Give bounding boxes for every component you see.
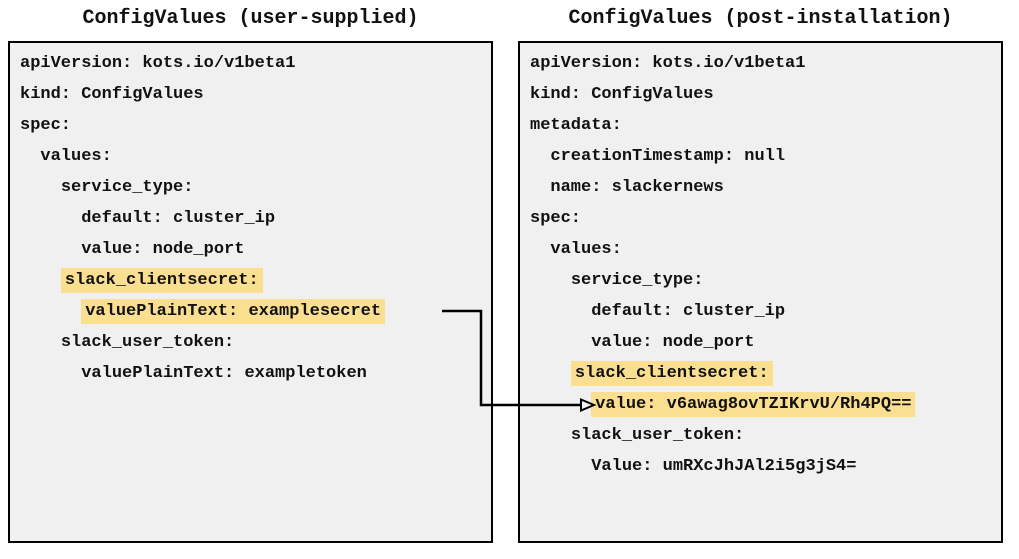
yaml-text-highlighted: value: v6awag8ovTZIKrvU/Rh4PQ== — [591, 392, 916, 417]
yaml-indent — [530, 426, 571, 445]
yaml-text: default: cluster_ip — [81, 209, 276, 228]
yaml-text: default: cluster_ip — [591, 302, 786, 321]
yaml-text: slack_user_token: — [60, 333, 235, 352]
yaml-line: service_type: — [20, 172, 491, 203]
yaml-text: metadata: — [530, 116, 622, 135]
yaml-line: service_type: — [530, 265, 1001, 296]
yaml-indent — [530, 364, 571, 383]
yaml-text: spec: — [20, 116, 72, 135]
yaml-indent — [20, 147, 40, 166]
yaml-line: apiVersion: kots.io/v1beta1 — [20, 48, 491, 79]
yaml-indent — [20, 240, 81, 259]
yaml-text: Value: umRXcJhJAl2i5g3jS4= — [591, 457, 857, 476]
yaml-line: kind: ConfigValues — [20, 79, 491, 110]
yaml-line: default: cluster_ip — [530, 296, 1001, 327]
yaml-line: values: — [20, 141, 491, 172]
yaml-line: name: slackernews — [530, 172, 1001, 203]
yaml-line: default: cluster_ip — [20, 203, 491, 234]
yaml-indent — [20, 178, 61, 197]
yaml-text: name: slackernews — [550, 178, 724, 197]
yaml-text: service_type: — [60, 178, 194, 197]
yaml-line: slack_clientsecret: — [20, 265, 491, 296]
yaml-indent — [20, 209, 81, 228]
yaml-line: Value: umRXcJhJAl2i5g3jS4= — [530, 451, 1001, 482]
yaml-indent — [20, 271, 61, 290]
yaml-text: spec: — [530, 209, 582, 228]
yaml-line: metadata: — [530, 110, 1001, 141]
yaml-text: values: — [40, 147, 112, 166]
yaml-indent — [530, 271, 571, 290]
yaml-text: value: node_port — [81, 240, 245, 259]
yaml-text: kind: ConfigValues — [20, 85, 204, 104]
yaml-line: slack_clientsecret: — [530, 358, 1001, 389]
yaml-indent — [530, 178, 550, 197]
yaml-line: spec: — [20, 110, 491, 141]
yaml-line: value: node_port — [20, 234, 491, 265]
yaml-indent — [20, 364, 81, 383]
yaml-indent — [530, 240, 550, 259]
yaml-text-highlighted: valuePlainText: examplesecret — [81, 299, 386, 324]
yaml-indent — [530, 395, 591, 414]
yaml-indent — [530, 333, 591, 352]
yaml-line: slack_user_token: — [20, 327, 491, 358]
yaml-line: slack_user_token: — [530, 420, 1001, 451]
yaml-text: values: — [550, 240, 622, 259]
yaml-text: creationTimestamp: null — [550, 147, 786, 166]
yaml-line: value: node_port — [530, 327, 1001, 358]
yaml-line: spec: — [530, 203, 1001, 234]
post-installation-config-panel: apiVersion: kots.io/v1beta1 kind: Config… — [518, 41, 1003, 543]
yaml-text: value: node_port — [591, 333, 755, 352]
yaml-indent — [530, 302, 591, 321]
yaml-line: valuePlainText: examplesecret — [20, 296, 491, 327]
yaml-line: creationTimestamp: null — [530, 141, 1001, 172]
yaml-text: valuePlainText: exampletoken — [81, 364, 367, 383]
yaml-line: values: — [530, 234, 1001, 265]
yaml-text: slack_user_token: — [570, 426, 745, 445]
yaml-line: valuePlainText: exampletoken — [20, 358, 491, 389]
yaml-indent — [20, 302, 81, 321]
right-panel-title: ConfigValues (post-installation) — [568, 7, 953, 30]
yaml-indent — [530, 457, 591, 476]
yaml-text-highlighted: slack_clientsecret: — [60, 268, 263, 293]
user-supplied-config-panel: apiVersion: kots.io/v1beta1 kind: Config… — [8, 41, 493, 543]
yaml-text: apiVersion: kots.io/v1beta1 — [20, 54, 296, 73]
yaml-text: apiVersion: kots.io/v1beta1 — [530, 54, 806, 73]
yaml-text: service_type: — [570, 271, 704, 290]
yaml-text: kind: ConfigValues — [530, 85, 714, 104]
yaml-line: value: v6awag8ovTZIKrvU/Rh4PQ== — [530, 389, 1001, 420]
yaml-line: apiVersion: kots.io/v1beta1 — [530, 48, 1001, 79]
left-panel-title: ConfigValues (user-supplied) — [82, 7, 419, 30]
yaml-text-highlighted: slack_clientsecret: — [570, 361, 773, 386]
yaml-indent — [20, 333, 61, 352]
yaml-indent — [530, 147, 550, 166]
yaml-line: kind: ConfigValues — [530, 79, 1001, 110]
